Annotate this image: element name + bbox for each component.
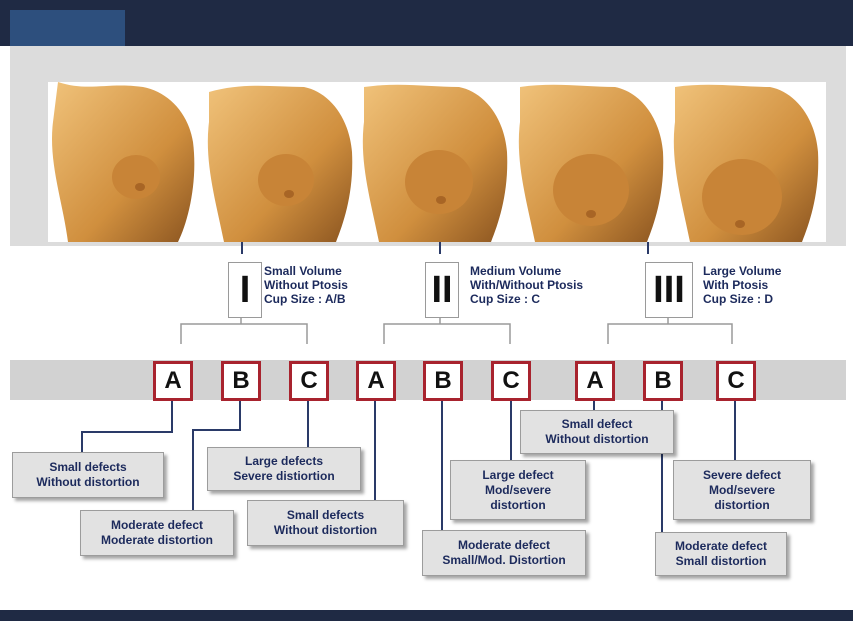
class-numeral-box: III xyxy=(645,262,693,318)
class-cup-size: Cup Size : A/B xyxy=(264,292,348,306)
class-description: Large Volume With Ptosis Cup Size : D xyxy=(703,264,781,306)
subtype-letter: C xyxy=(491,361,531,401)
defect-distortion: distortion xyxy=(714,498,769,513)
subtype-label: B xyxy=(232,367,249,395)
defect-distortion: distortion xyxy=(490,498,545,513)
defect-size: Moderate defect xyxy=(458,538,550,553)
class-numeral: III xyxy=(653,269,685,312)
defect-size: Large defect xyxy=(482,468,553,483)
defect-size: Small defects xyxy=(49,460,126,475)
subtype-label: A xyxy=(586,367,603,395)
subtype-letter: B xyxy=(643,361,683,401)
subtype-label: B xyxy=(654,367,671,395)
subtype-label: C xyxy=(300,367,317,395)
class-ptosis: Without Ptosis xyxy=(264,278,348,292)
defect-box: Large defect Mod/severe distortion xyxy=(450,460,586,520)
class-numeral-box: I xyxy=(228,262,262,318)
footer-bar xyxy=(0,610,853,621)
defect-size: Moderate defect xyxy=(675,539,767,554)
class-description: Small Volume Without Ptosis Cup Size : A… xyxy=(264,264,348,306)
class-numeral: I xyxy=(240,269,251,312)
class-numeral: II xyxy=(431,269,452,312)
defect-box: Small defects Without distortion xyxy=(12,452,164,498)
defect-distortion: Moderate distortion xyxy=(101,533,213,548)
class-cup-size: Cup Size : D xyxy=(703,292,781,306)
class-volume: Medium Volume xyxy=(470,264,583,278)
defect-distortion: Without distortion xyxy=(274,523,377,538)
defect-distortion: Mod/severe xyxy=(485,483,551,498)
defect-box: Large defects Severe distiortion xyxy=(207,447,361,491)
defect-distortion: Without distortion xyxy=(545,432,648,447)
class-description: Medium Volume With/Without Ptosis Cup Si… xyxy=(470,264,583,306)
defect-box: Small defect Without distortion xyxy=(520,410,674,454)
class-ptosis: With/Without Ptosis xyxy=(470,278,583,292)
defect-distortion: Mod/severe xyxy=(709,483,775,498)
defect-distortion: Small/Mod. Distortion xyxy=(442,553,565,568)
subtype-letter: A xyxy=(575,361,615,401)
defect-box: Moderate defect Small distortion xyxy=(655,532,787,576)
defect-size: Moderate defect xyxy=(111,518,203,533)
defect-box: Moderate defect Moderate distortion xyxy=(80,510,234,556)
defect-size: Small defect xyxy=(562,417,633,432)
defect-box: Moderate defect Small/Mod. Distortion xyxy=(422,530,586,576)
subtype-letter: B xyxy=(221,361,261,401)
defect-distortion: Severe distiortion xyxy=(233,469,334,484)
subtype-label: A xyxy=(164,367,181,395)
class-ptosis: With Ptosis xyxy=(703,278,781,292)
subtype-label: B xyxy=(434,367,451,395)
subtype-label: C xyxy=(727,367,744,395)
class-numeral-box: II xyxy=(425,262,459,318)
class-volume: Large Volume xyxy=(703,264,781,278)
subtype-letter: B xyxy=(423,361,463,401)
defect-distortion: Without distortion xyxy=(36,475,139,490)
subtype-letter: A xyxy=(356,361,396,401)
defect-distortion: Small distortion xyxy=(676,554,767,569)
defect-box: Small defects Without distortion xyxy=(247,500,404,546)
subtype-label: A xyxy=(367,367,384,395)
defect-size: Severe defect xyxy=(703,468,781,483)
defect-size: Small defects xyxy=(287,508,364,523)
subtype-letter: A xyxy=(153,361,193,401)
defect-size: Large defects xyxy=(245,454,323,469)
class-volume: Small Volume xyxy=(264,264,348,278)
subtype-letter: C xyxy=(289,361,329,401)
subtype-label: C xyxy=(502,367,519,395)
subtype-letter: C xyxy=(716,361,756,401)
class-cup-size: Cup Size : C xyxy=(470,292,583,306)
defect-box: Severe defect Mod/severe distortion xyxy=(673,460,811,520)
